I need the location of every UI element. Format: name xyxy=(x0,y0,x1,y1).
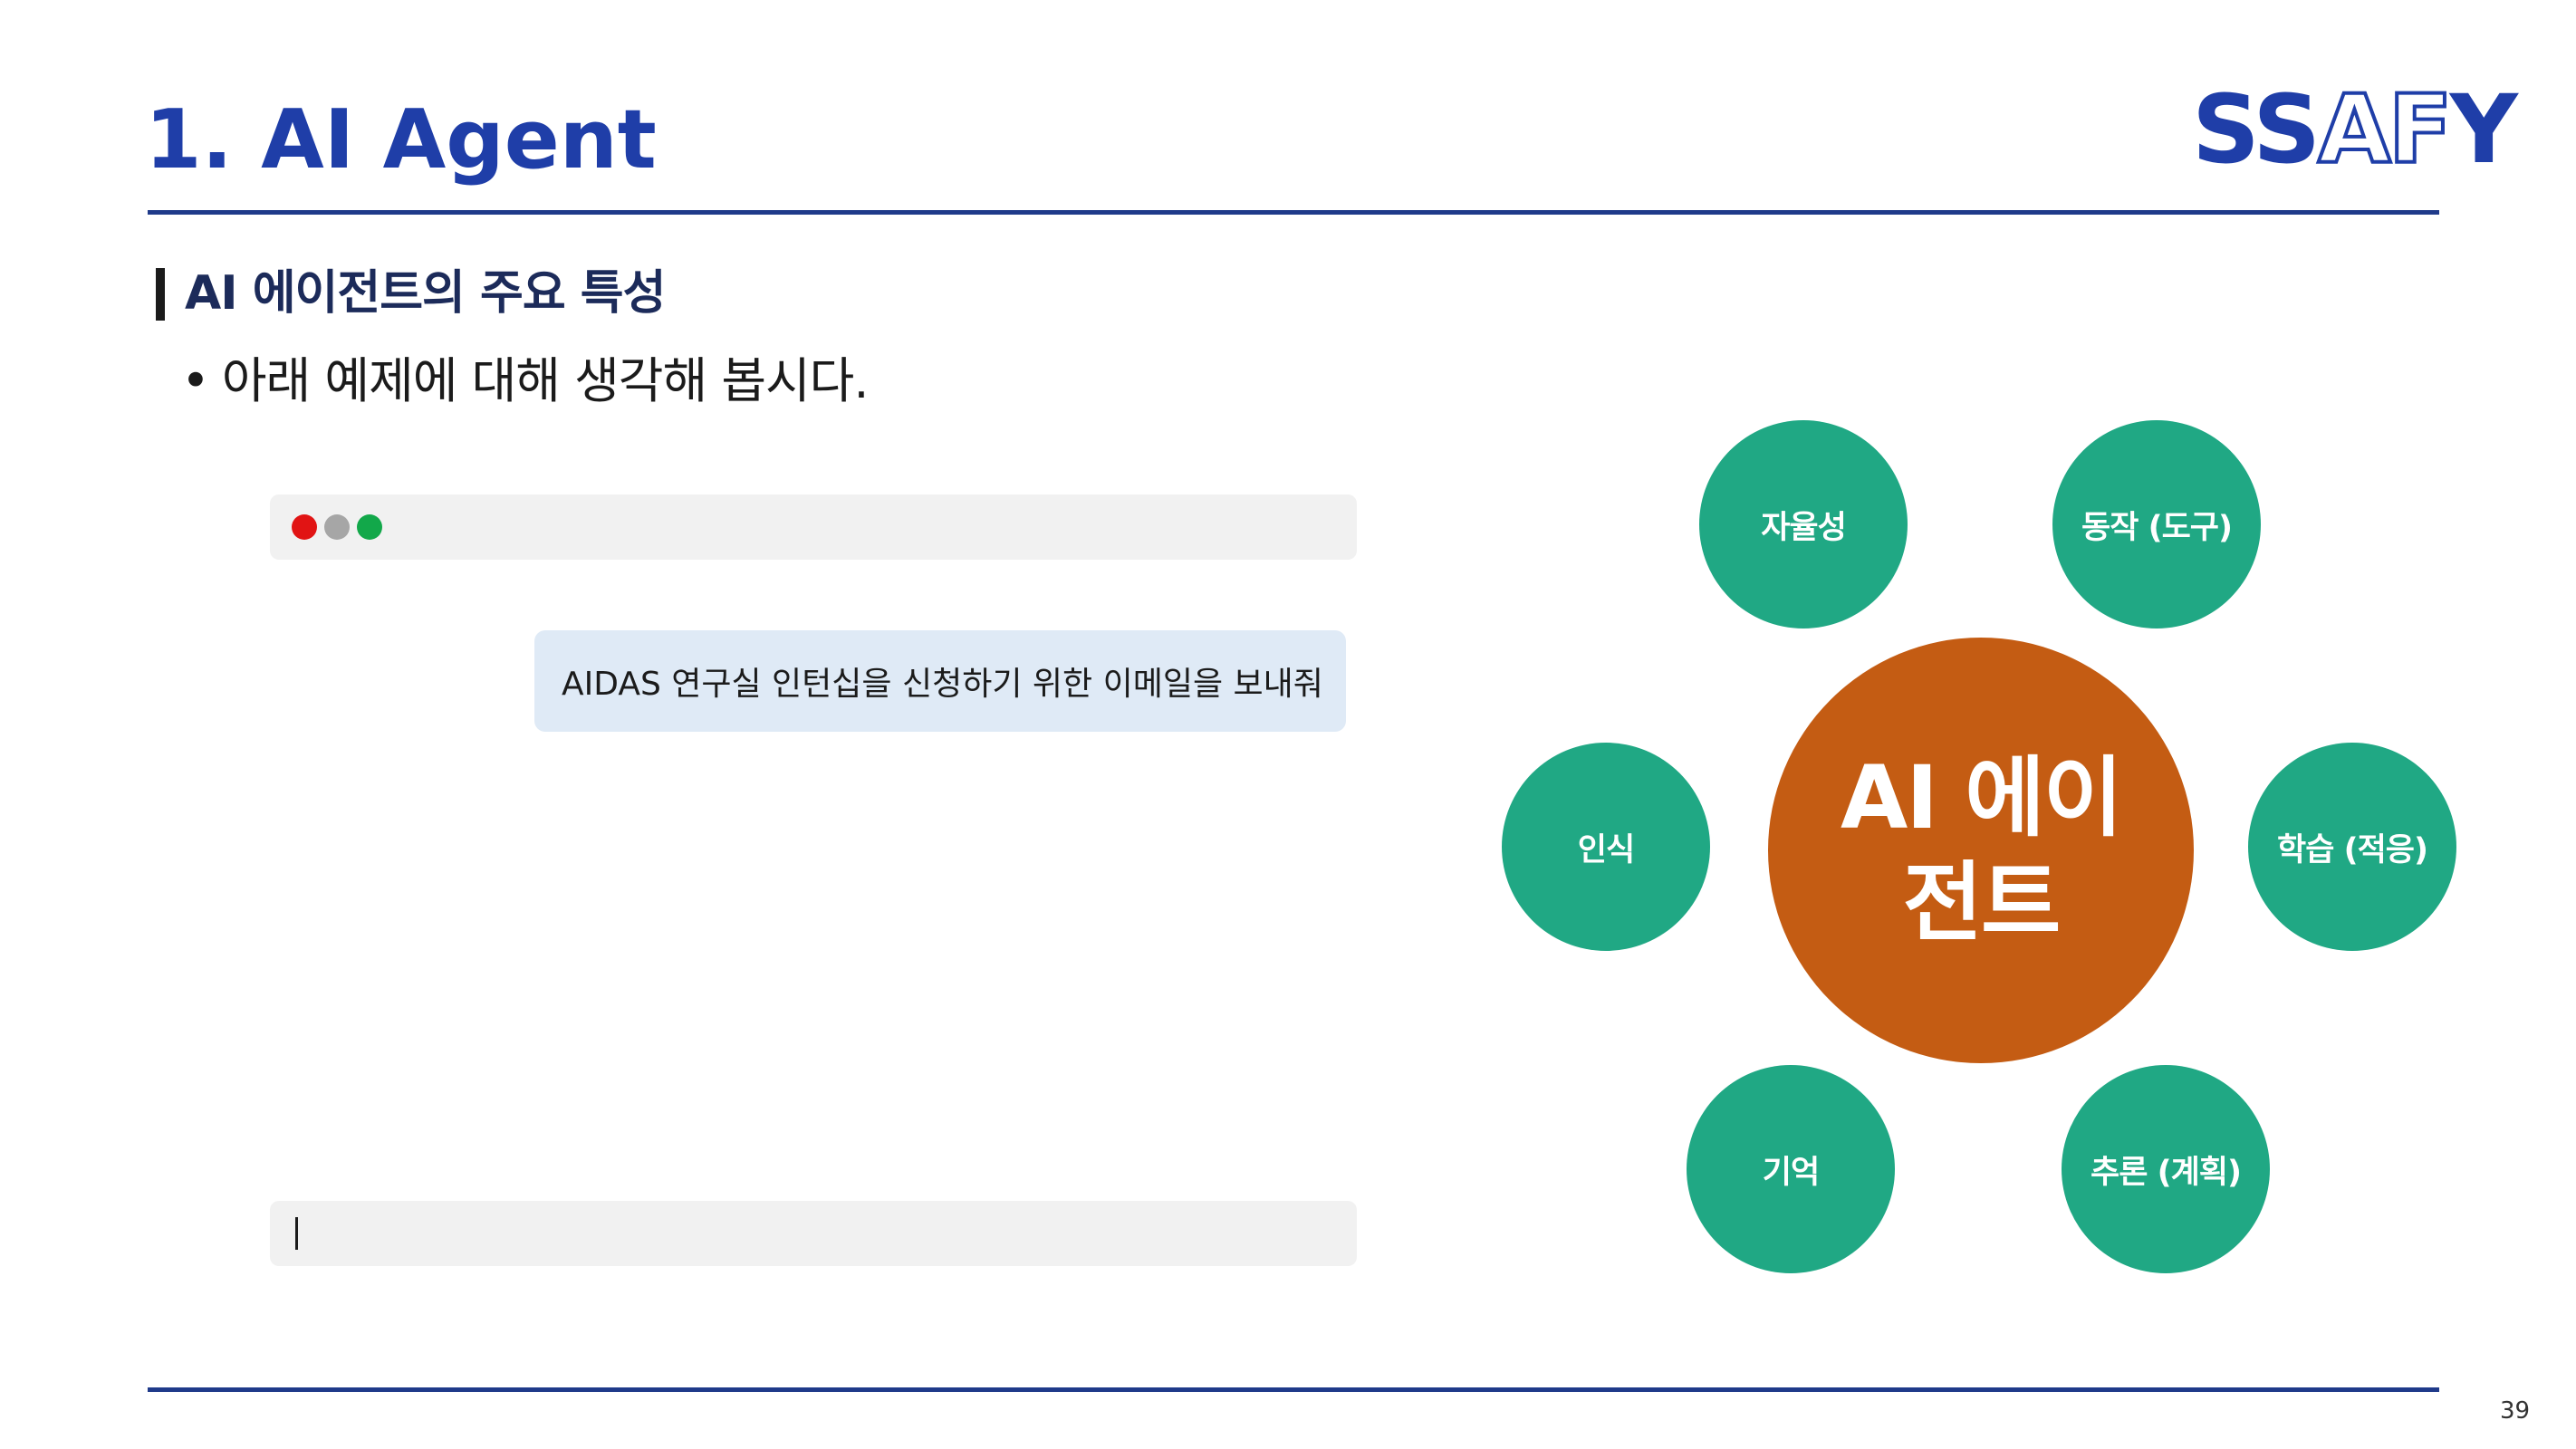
node-reasoning-planning: 추론 (계획) xyxy=(2062,1065,2270,1273)
center-node-label: AI 에이전트 xyxy=(1840,747,2123,954)
bullet-item: •아래 예제에 대해 생각해 봅시다. xyxy=(181,350,870,413)
logo-part-ss: SS xyxy=(2192,74,2321,185)
logo-part-y: Y xyxy=(2449,74,2518,185)
page-number: 39 xyxy=(2500,1397,2531,1425)
slide-title: 1. AI Agent xyxy=(145,92,657,187)
bullet-text: 아래 예제에 대해 생각해 봅시다. xyxy=(221,352,870,409)
chat-input-field[interactable] xyxy=(270,1201,1357,1266)
node-action-tools: 동작 (도구) xyxy=(2052,420,2261,629)
bullet-dot: • xyxy=(181,352,210,409)
center-node-ai-agent: AI 에이전트 xyxy=(1768,638,2194,1063)
node-perception: 인식 xyxy=(1502,743,1710,951)
header-divider xyxy=(148,210,2439,215)
node-learning-adaptation: 학습 (적응) xyxy=(2248,743,2456,951)
text-cursor xyxy=(295,1217,298,1250)
footer-divider xyxy=(148,1387,2439,1392)
close-dot-icon xyxy=(292,514,317,540)
ssafy-logo: SSAFY xyxy=(2192,78,2518,181)
node-autonomy: 자율성 xyxy=(1699,420,1908,629)
user-message-text: AIDAS 연구실 인턴십을 신청하기 위한 이메일을 보내줘 xyxy=(562,666,1323,703)
section-heading: AI 에이전트의 주요 특성 xyxy=(185,266,666,321)
minimize-dot-icon xyxy=(324,514,350,540)
logo-part-af: AF xyxy=(2316,74,2455,185)
user-message-bubble: AIDAS 연구실 인턴십을 신청하기 위한 이메일을 보내줘 xyxy=(534,630,1346,732)
maximize-dot-icon xyxy=(357,514,382,540)
section-marker-bar xyxy=(156,268,165,321)
chat-window-titlebar xyxy=(270,494,1357,560)
node-memory: 기억 xyxy=(1687,1065,1895,1273)
